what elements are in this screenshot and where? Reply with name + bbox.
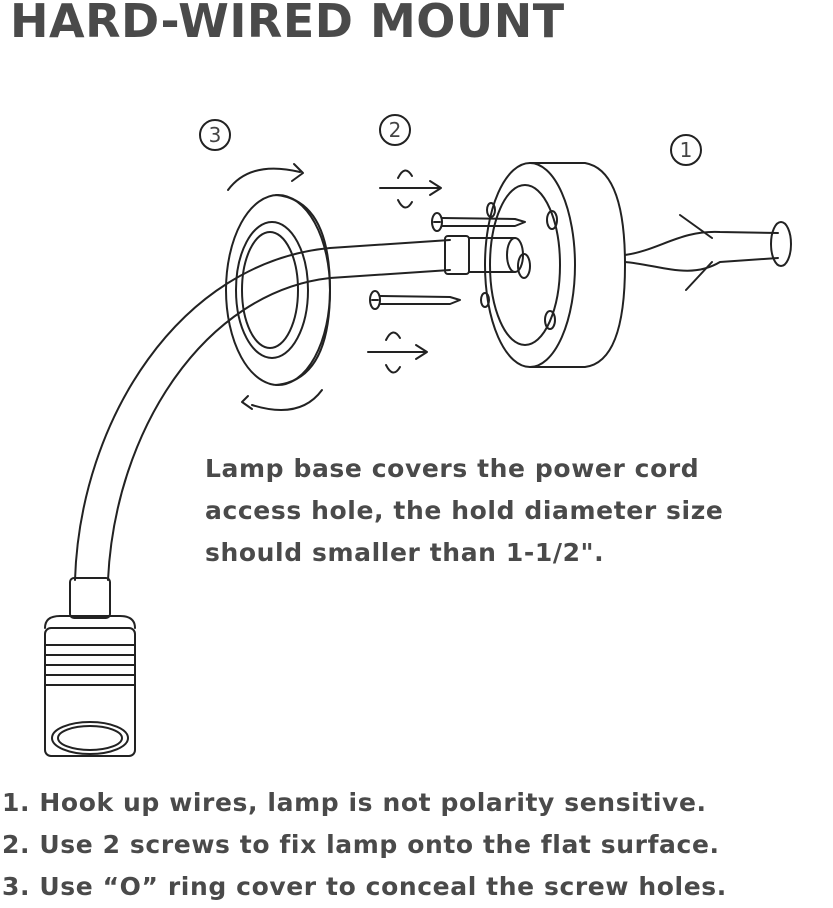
callout-1-label: 1	[680, 138, 693, 162]
note-line: should smaller than 1-1/2".	[205, 538, 605, 567]
instruction-steps: 1. Hook up wires, lamp is not polarity s…	[2, 782, 832, 908]
screw-arrow-bottom-icon	[367, 331, 428, 374]
gooseneck-arm	[74, 239, 451, 581]
step-item: 1. Hook up wires, lamp is not polarity s…	[2, 788, 707, 817]
mount-stem	[444, 235, 524, 275]
rotate-arrow-bottom-icon	[241, 389, 323, 411]
step-item: 2. Use 2 screws to fix lamp onto the fla…	[2, 830, 720, 859]
screw-bottom-icon	[369, 290, 461, 310]
callout-3-label: 3	[209, 123, 222, 147]
note-line: Lamp base covers the power cord	[205, 454, 700, 483]
lamp-head	[44, 577, 136, 757]
page-title: HARD-WIRED MOUNT	[10, 0, 565, 48]
rotate-arrow-top-icon	[227, 163, 304, 191]
callout-2-label: 2	[389, 118, 402, 142]
screw-arrow-top-icon	[379, 169, 442, 209]
callout-1: 1	[670, 134, 702, 166]
base-cover-note: Lamp base covers the power cord access h…	[205, 448, 825, 574]
step-item: 3. Use “O” ring cover to conceal the scr…	[2, 872, 727, 901]
callout-3: 3	[199, 119, 231, 151]
screw-top-icon	[431, 212, 526, 232]
lamp-base	[480, 162, 626, 368]
note-line: access hole, the hold diameter size	[205, 496, 724, 525]
callout-2: 2	[379, 114, 411, 146]
power-wires	[624, 214, 792, 291]
o-ring-cover	[225, 194, 331, 386]
